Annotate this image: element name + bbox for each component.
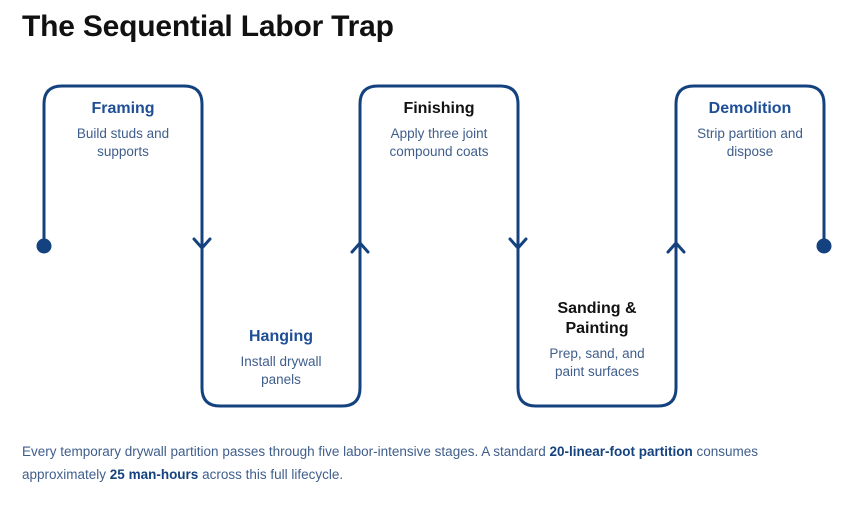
stage-1-description: Build studs and supports — [76, 126, 170, 159]
stage-5-title: Demolition — [708, 100, 792, 117]
stage-1-label: Framing Build studs and supports — [48, 99, 198, 160]
caption-bold-manhours: 25 man-hours — [109, 467, 199, 482]
arrow-down-1 — [192, 237, 212, 250]
start-dot — [36, 238, 52, 254]
stage-1-path — [42, 84, 204, 267]
stage-3-label: Finishing Apply three joint compound coa… — [364, 99, 514, 160]
stage-3-path — [358, 84, 520, 267]
summary-caption: Every temporary drywall partition passes… — [22, 440, 822, 486]
process-flow-diagram — [36, 84, 832, 408]
arrow-down-3 — [508, 237, 528, 250]
stage-2-title: Hanging — [249, 328, 313, 345]
stage-1-title: Framing — [91, 100, 155, 117]
stage-2-description: Install drywall panels — [240, 354, 322, 387]
end-dot — [816, 238, 832, 254]
stage-5-path — [674, 84, 826, 267]
caption-bold-partition: 20-linear-foot partition — [549, 444, 693, 459]
stage-4-path — [516, 263, 678, 408]
stage-5-label: Demolition Strip partition and dispose — [680, 99, 820, 160]
arrow-up-4 — [666, 241, 686, 254]
stage-3-description: Apply three joint compound coats — [389, 126, 489, 159]
stage-2-path — [200, 263, 362, 408]
arrow-up-2 — [350, 241, 370, 254]
caption-part-1: Every temporary drywall partition passes… — [22, 444, 550, 459]
stage-4-title: Sanding & Painting — [557, 300, 637, 337]
stage-2-label: Hanging Install drywall panels — [206, 327, 356, 388]
stage-4-description: Prep, sand, and paint surfaces — [549, 346, 645, 379]
stage-3-title: Finishing — [403, 100, 475, 117]
stage-5-description: Strip partition and dispose — [697, 126, 803, 159]
caption-part-3: across this full lifecycle. — [198, 467, 344, 482]
caption-part-2: consumes approximately — [22, 444, 759, 482]
stage-4-label: Sanding & Painting Prep, sand, and paint… — [522, 299, 672, 380]
page-title: The Sequential Labor Trap — [22, 10, 394, 43]
